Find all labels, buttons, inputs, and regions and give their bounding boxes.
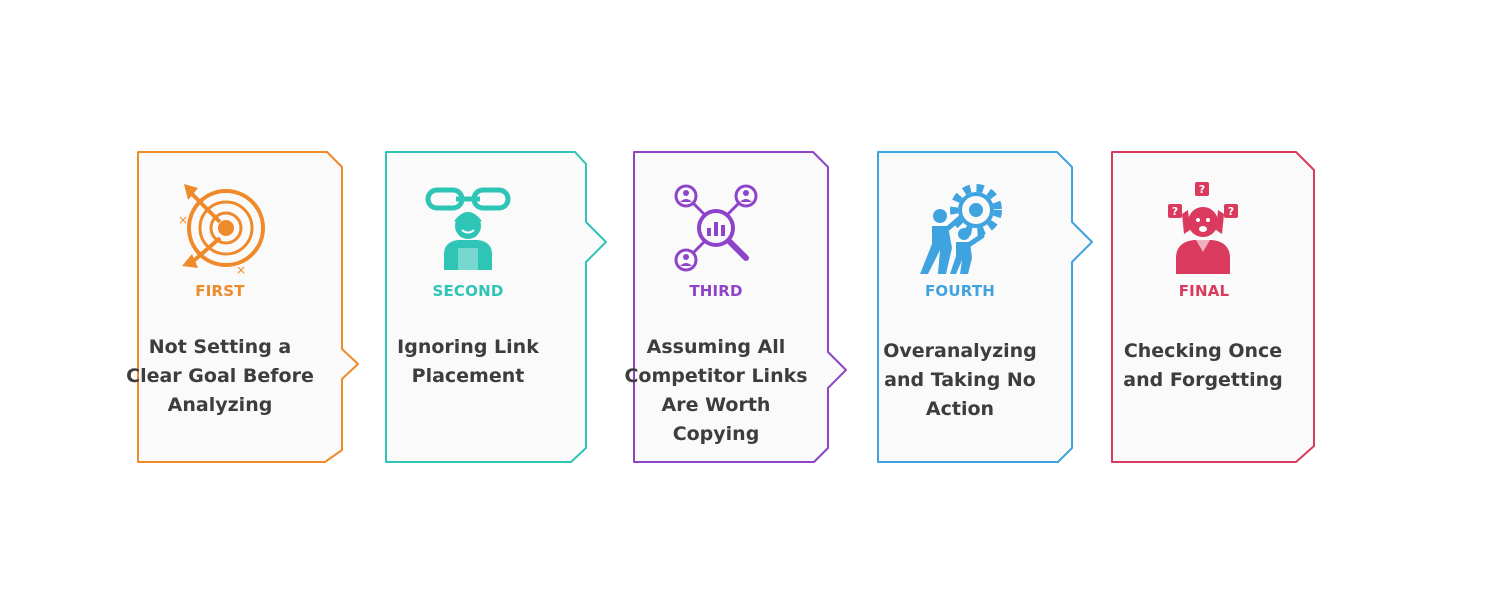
step-card-second: SECOND Ignoring Link Placement bbox=[378, 150, 638, 468]
svg-text:?: ? bbox=[1172, 205, 1178, 218]
step-label-fourth: FOURTH bbox=[924, 282, 996, 300]
svg-text:×: × bbox=[178, 213, 188, 227]
svg-text:?: ? bbox=[1199, 183, 1205, 196]
teamwork-gear-icon bbox=[870, 178, 1050, 278]
step-frame-second bbox=[385, 151, 607, 463]
step-label-second: SECOND bbox=[432, 282, 504, 300]
svg-text:?: ? bbox=[1228, 205, 1234, 218]
step-title-second: Ignoring Link Placement bbox=[397, 336, 539, 387]
step-title-third: Assuming All Competitor Links Are Worth … bbox=[624, 336, 808, 445]
step-title-final: Checking Once and Forgetting bbox=[1123, 340, 1283, 391]
target-icon: × × bbox=[130, 178, 310, 278]
link-person-icon bbox=[378, 178, 558, 278]
step-frame-first bbox=[137, 151, 359, 463]
step-title-fourth: Overanalyzing and Taking No Action bbox=[883, 340, 1037, 420]
step-frame-fourth bbox=[877, 151, 1093, 463]
step-card-first: × × FIRST Not Setting a Clear Goal Befor… bbox=[126, 150, 390, 468]
step-title-first: Not Setting a Clear Goal Before Analyzin… bbox=[126, 336, 314, 416]
step-card-final: ? ? ? FINAL Checking Once and Forgetting bbox=[1104, 150, 1364, 468]
step-card-fourth: FOURTH Overanalyzing and Taking No Actio… bbox=[870, 150, 1130, 468]
confused-person-icon: ? ? ? bbox=[1114, 178, 1294, 278]
svg-text:×: × bbox=[236, 263, 246, 277]
step-label-third: THIRD bbox=[689, 282, 743, 300]
step-label-first: FIRST bbox=[195, 282, 245, 300]
network-search-icon bbox=[626, 178, 806, 278]
step-label-final: FINAL bbox=[1178, 282, 1230, 300]
step-frame-final bbox=[1111, 151, 1315, 463]
step-card-third: THIRD Assuming All Competitor Links Are … bbox=[624, 150, 886, 468]
step-frame-third bbox=[633, 151, 847, 463]
